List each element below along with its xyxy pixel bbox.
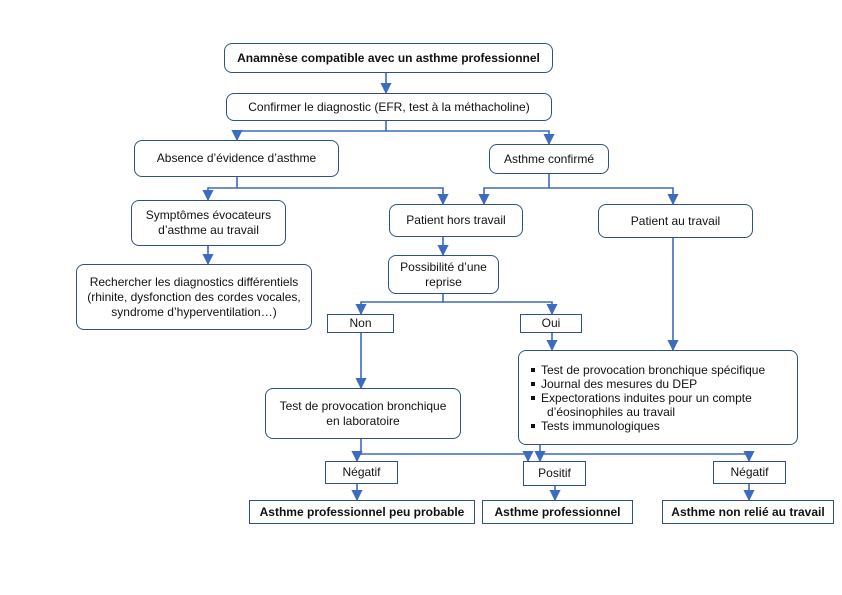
outcome-asthme-professionnel: Asthme professionnel [482, 500, 633, 524]
label-positif-text: Positif [538, 466, 571, 480]
label-negatif-left-text: Négatif [342, 465, 381, 479]
node-rechercher-diagnostics: Rechercher les diagnostics différentiels… [76, 264, 312, 330]
label-negatif-left: Négatif [325, 461, 398, 484]
node-tpb-line1: Test de provocation bronchique [279, 398, 447, 413]
label-oui: Oui [520, 314, 582, 333]
node-confirmer-diagnostic: Confirmer le diagnostic (EFR, test à la … [226, 93, 552, 121]
node-symptomes-line2: d’asthme au travail [158, 223, 259, 237]
node-absence-label: Absence d’évidence d’asthme [156, 151, 317, 165]
outcome-non-relie-text: Asthme non relié au travail [671, 504, 825, 519]
node-confirmer-label: Confirmer le diagnostic (EFR, test à la … [248, 99, 530, 114]
node-tpb-line2: en laboratoire [326, 413, 400, 428]
tests-item: Journal des mesures du DEP [531, 377, 765, 391]
node-rechercher-line3: syndrome d’hyperventilation…) [111, 304, 277, 319]
node-patient-hors-travail: Patient hors travail [389, 204, 523, 237]
node-possibilite-line2: reprise [425, 274, 462, 289]
node-au-travail-label: Patient au travail [630, 213, 721, 228]
node-rechercher-line2: (rhinite, dysfonction des cordes vocales… [87, 289, 301, 304]
node-symptomes: Symptômes évocateurs d’asthme au travail [131, 200, 286, 246]
node-patient-au-travail: Patient au travail [598, 204, 753, 238]
node-tests-travail: Test de provocation bronchique spécifiqu… [518, 350, 798, 445]
tests-item: Tests immunologiques [531, 419, 765, 433]
label-non-text: Non [349, 316, 372, 330]
node-test-provocation-laboratoire: Test de provocation bronchique en labora… [265, 388, 461, 439]
tests-item: Expectorations induites pour un compte [531, 391, 765, 405]
tests-list: Test de provocation bronchique spécifiqu… [531, 363, 765, 433]
node-possibilite-line1: Possibilité d’une [400, 259, 487, 274]
outcome-non-relie-travail: Asthme non relié au travail [662, 500, 834, 524]
tests-item-continuation: d’éosinophiles au travail [547, 404, 676, 419]
tests-item: Test de provocation bronchique spécifiqu… [531, 363, 765, 377]
label-non: Non [327, 314, 394, 333]
node-possibilite-reprise: Possibilité d’une reprise [388, 255, 499, 294]
label-oui-text: Oui [541, 316, 561, 330]
label-negatif-right-text: Négatif [730, 465, 769, 479]
node-absence-asthme: Absence d’évidence d’asthme [134, 140, 339, 177]
label-negatif-right: Négatif [713, 461, 786, 484]
node-symptomes-line1: Symptômes évocateurs [145, 208, 272, 222]
outcome-peu-probable-text: Asthme professionnel peu probable [259, 504, 465, 519]
node-asthme-confirme: Asthme confirmé [489, 144, 609, 174]
node-rechercher-line1: Rechercher les diagnostics différentiels [89, 274, 299, 289]
outcome-professionnel-text: Asthme professionnel [494, 504, 621, 519]
node-confirme-label: Asthme confirmé [503, 151, 595, 166]
node-anamnese-label: Anamnèse compatible avec un asthme profe… [237, 50, 540, 65]
node-hors-travail-label: Patient hors travail [406, 213, 506, 227]
label-positif: Positif [523, 461, 586, 486]
node-anamnese: Anamnèse compatible avec un asthme profe… [224, 43, 553, 73]
outcome-peu-probable: Asthme professionnel peu probable [249, 500, 475, 524]
